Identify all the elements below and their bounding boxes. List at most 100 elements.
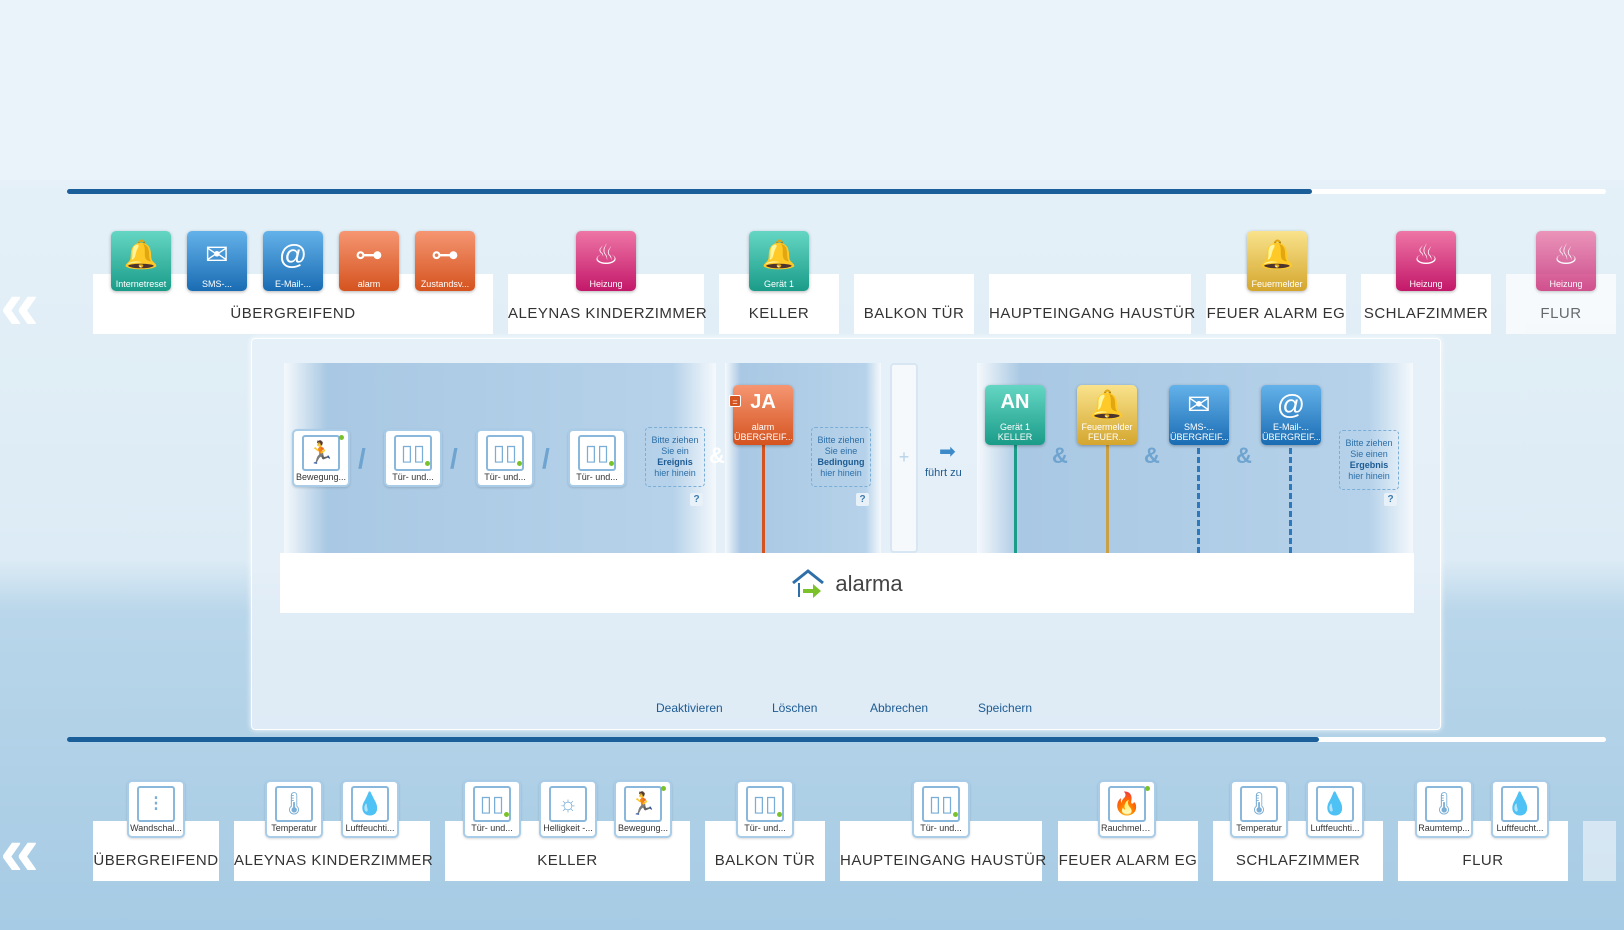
event-drop-zone[interactable]: Bitte ziehen Sie ein Ereignis hier hinei… (645, 427, 705, 487)
humidity-icon: 💧 (1501, 786, 1539, 822)
tile-caption: Rauchmeld... (1101, 823, 1153, 833)
event-tile-bewegung[interactable]: 🏃Bewegung... (292, 429, 350, 487)
help-icon[interactable]: ? (1384, 493, 1397, 506)
deactivate-button[interactable]: Deaktivieren (656, 701, 723, 715)
caption-line: SMS-... (1183, 422, 1214, 432)
device-tile-alarm[interactable]: ⊶ alarm (339, 231, 399, 291)
tile-caption: Tür- und... (744, 823, 786, 833)
device-tile-heizung[interactable]: ♨Heizung (576, 231, 636, 291)
drop-hint-line: hier hinein (820, 468, 862, 478)
door-window-sensor-icon: ▯▯ (746, 786, 784, 822)
event-tile-tuer-und-fenster[interactable]: ▯▯Tür- und... (568, 429, 626, 487)
event-tile-tuer-und-fenster[interactable]: ▯▯Tür- und... (476, 429, 534, 487)
status-dot (777, 812, 782, 817)
cancel-button[interactable]: Abbrechen (870, 701, 929, 715)
sensor-tile-luftfeuchtigkeit[interactable]: 💧Luftfeuchti... (341, 780, 399, 838)
tile-caption: Heizung (1409, 279, 1443, 289)
or-separator: / (542, 443, 550, 474)
and-separator: & (1236, 443, 1252, 468)
sensor-tile-wandschalter[interactable]: ⁝Wandschal... (127, 780, 185, 838)
bottom-scrollbar[interactable] (67, 737, 1606, 742)
device-tile-email[interactable]: @E-Mail-... (263, 231, 323, 291)
result-delayed-line (1197, 439, 1200, 553)
device-tile-internetreset[interactable]: 🔔Internetreset (111, 231, 171, 291)
caption-line: ÜBERGREIF... (1262, 432, 1320, 442)
sensor-tile-temperatur[interactable]: 🌡Temperatur (1230, 780, 1288, 838)
top-room-keller[interactable]: KELLER (719, 274, 839, 334)
sensor-tile-tuer-und-fenster[interactable]: ▯▯Tür- und... (463, 780, 521, 838)
device-tile-feuermelder[interactable]: 🔔Feuermelder (1247, 231, 1307, 291)
brightness-icon: ☼ (549, 786, 587, 822)
device-tile-zustandsvariable[interactable]: ⊶Zustandsv... (415, 231, 475, 291)
tile-caption: SMS-...ÜBERGREIF... (1170, 422, 1228, 442)
device-tile-geraet-1[interactable]: 🔔Gerät 1 (749, 231, 809, 291)
bottom-room-haupteingang-haustuer[interactable]: HAUPTEINGANG HAUSTÜR (840, 821, 1046, 881)
caption-line: ÜBERGREIF... (1170, 432, 1228, 442)
top-scrollbar[interactable] (67, 189, 1606, 194)
thermometer-icon: 🌡 (1425, 786, 1463, 822)
thermometer-icon: 🌡 (1240, 786, 1278, 822)
device-tile-sms[interactable]: ✉SMS-... (187, 231, 247, 291)
event-tile-tuer-und-fenster[interactable]: ▯▯Tür- und... (384, 429, 442, 487)
help-icon[interactable]: ? (690, 493, 703, 506)
humidity-icon: 💧 (351, 786, 389, 822)
top-empty-area (0, 0, 1624, 180)
bottom-room-aleynas-kinderzimmer[interactable]: ALEYNAS KINDERZIMMER (234, 821, 433, 881)
sensor-tile-bewegung[interactable]: 🏃Bewegung... (614, 780, 672, 838)
state-variable-icon: ⊶ (355, 239, 383, 270)
comparison-badge[interactable]: = (729, 395, 741, 407)
email-icon: @ (1276, 389, 1306, 420)
tile-caption: Internetreset (115, 279, 167, 289)
bottom-scrollbar-thumb[interactable] (67, 737, 1319, 742)
top-scrollbar-thumb[interactable] (67, 189, 1312, 194)
heating-icon: ♨ (1553, 239, 1579, 270)
device-tile-heizung[interactable]: ♨Heizung (1536, 231, 1596, 291)
device-tile-heizung[interactable]: ♨Heizung (1396, 231, 1456, 291)
scroll-left-arrow-icon[interactable]: « (0, 812, 39, 890)
sensor-tile-luftfeuchtigkeit[interactable]: 💧Luftfeuchti... (1306, 780, 1364, 838)
top-room-balkon-tuer[interactable]: BALKON TÜR (854, 274, 974, 334)
drop-hint-line: Bitte ziehen (651, 435, 699, 445)
tile-caption: Wandschal... (130, 823, 182, 833)
result-drop-zone[interactable]: Bitte ziehen Sie einen Ergebnis hier hin… (1339, 430, 1399, 490)
caption-line: Gerät 1 (999, 422, 1030, 432)
room-label: SCHLAFZIMMER (1235, 852, 1361, 869)
result-tile-sms[interactable]: ✉ SMS-...ÜBERGREIF... (1169, 385, 1229, 445)
rule-name-text: alarma (835, 570, 903, 596)
save-button[interactable]: Speichern (978, 701, 1033, 715)
sensor-tile-temperatur[interactable]: 🌡Temperatur (265, 780, 323, 838)
top-room-haupteingang-haustuer[interactable]: HAUPTEINGANG HAUSTÜR (989, 274, 1195, 334)
or-separator: / (358, 443, 366, 474)
sensor-tile-rauchmelder[interactable]: 🔥Rauchmeld... (1098, 780, 1156, 838)
plus-icon: + (898, 447, 910, 467)
tile-caption: Tür- und... (920, 823, 962, 833)
rule-title[interactable]: alarma (280, 569, 1414, 601)
top-room-schlafzimmer[interactable]: SCHLAFZIMMER (1361, 274, 1491, 334)
status-dot (609, 461, 614, 466)
motion-sensor-icon: 🏃 (302, 435, 340, 471)
and-separator: & (1052, 443, 1068, 468)
bottom-room-feuer-alarm-eg[interactable]: FEUER ALARM EG (1058, 821, 1198, 881)
scroll-left-arrow-icon[interactable]: « (0, 266, 39, 344)
add-condition-slot[interactable]: + (890, 363, 918, 553)
help-icon[interactable]: ? (856, 493, 869, 506)
sensor-tile-tuer-und-fenster[interactable]: ▯▯Tür- und... (736, 780, 794, 838)
sensor-tile-luftfeuchtigkeit[interactable]: 💧Luftfeucht... (1491, 780, 1549, 838)
caption-line: KELLER (997, 432, 1033, 442)
bottom-room-partial[interactable] (1583, 821, 1616, 881)
result-tile-email[interactable]: @ E-Mail-...ÜBERGREIF... (1261, 385, 1321, 445)
on-icon: AN (1000, 391, 1030, 413)
wall-switch-icon: ⁝ (137, 786, 175, 822)
condition-drop-zone[interactable]: Bitte ziehen Sie eine Bedingung hier hin… (811, 427, 871, 487)
sensor-tile-tuer-und-fenster[interactable]: ▯▯Tür- und... (912, 780, 970, 838)
sensor-tile-helligkeit[interactable]: ☼Helligkeit -... (539, 780, 597, 838)
delete-button[interactable]: Löschen (772, 701, 818, 715)
bottom-room-balkon-tuer[interactable]: BALKON TÜR (705, 821, 825, 881)
sensor-tile-raumtemperatur[interactable]: 🌡Raumtemp... (1415, 780, 1473, 838)
drop-hint-line: Sie eine (824, 446, 858, 456)
tile-caption: alarm (357, 279, 381, 289)
